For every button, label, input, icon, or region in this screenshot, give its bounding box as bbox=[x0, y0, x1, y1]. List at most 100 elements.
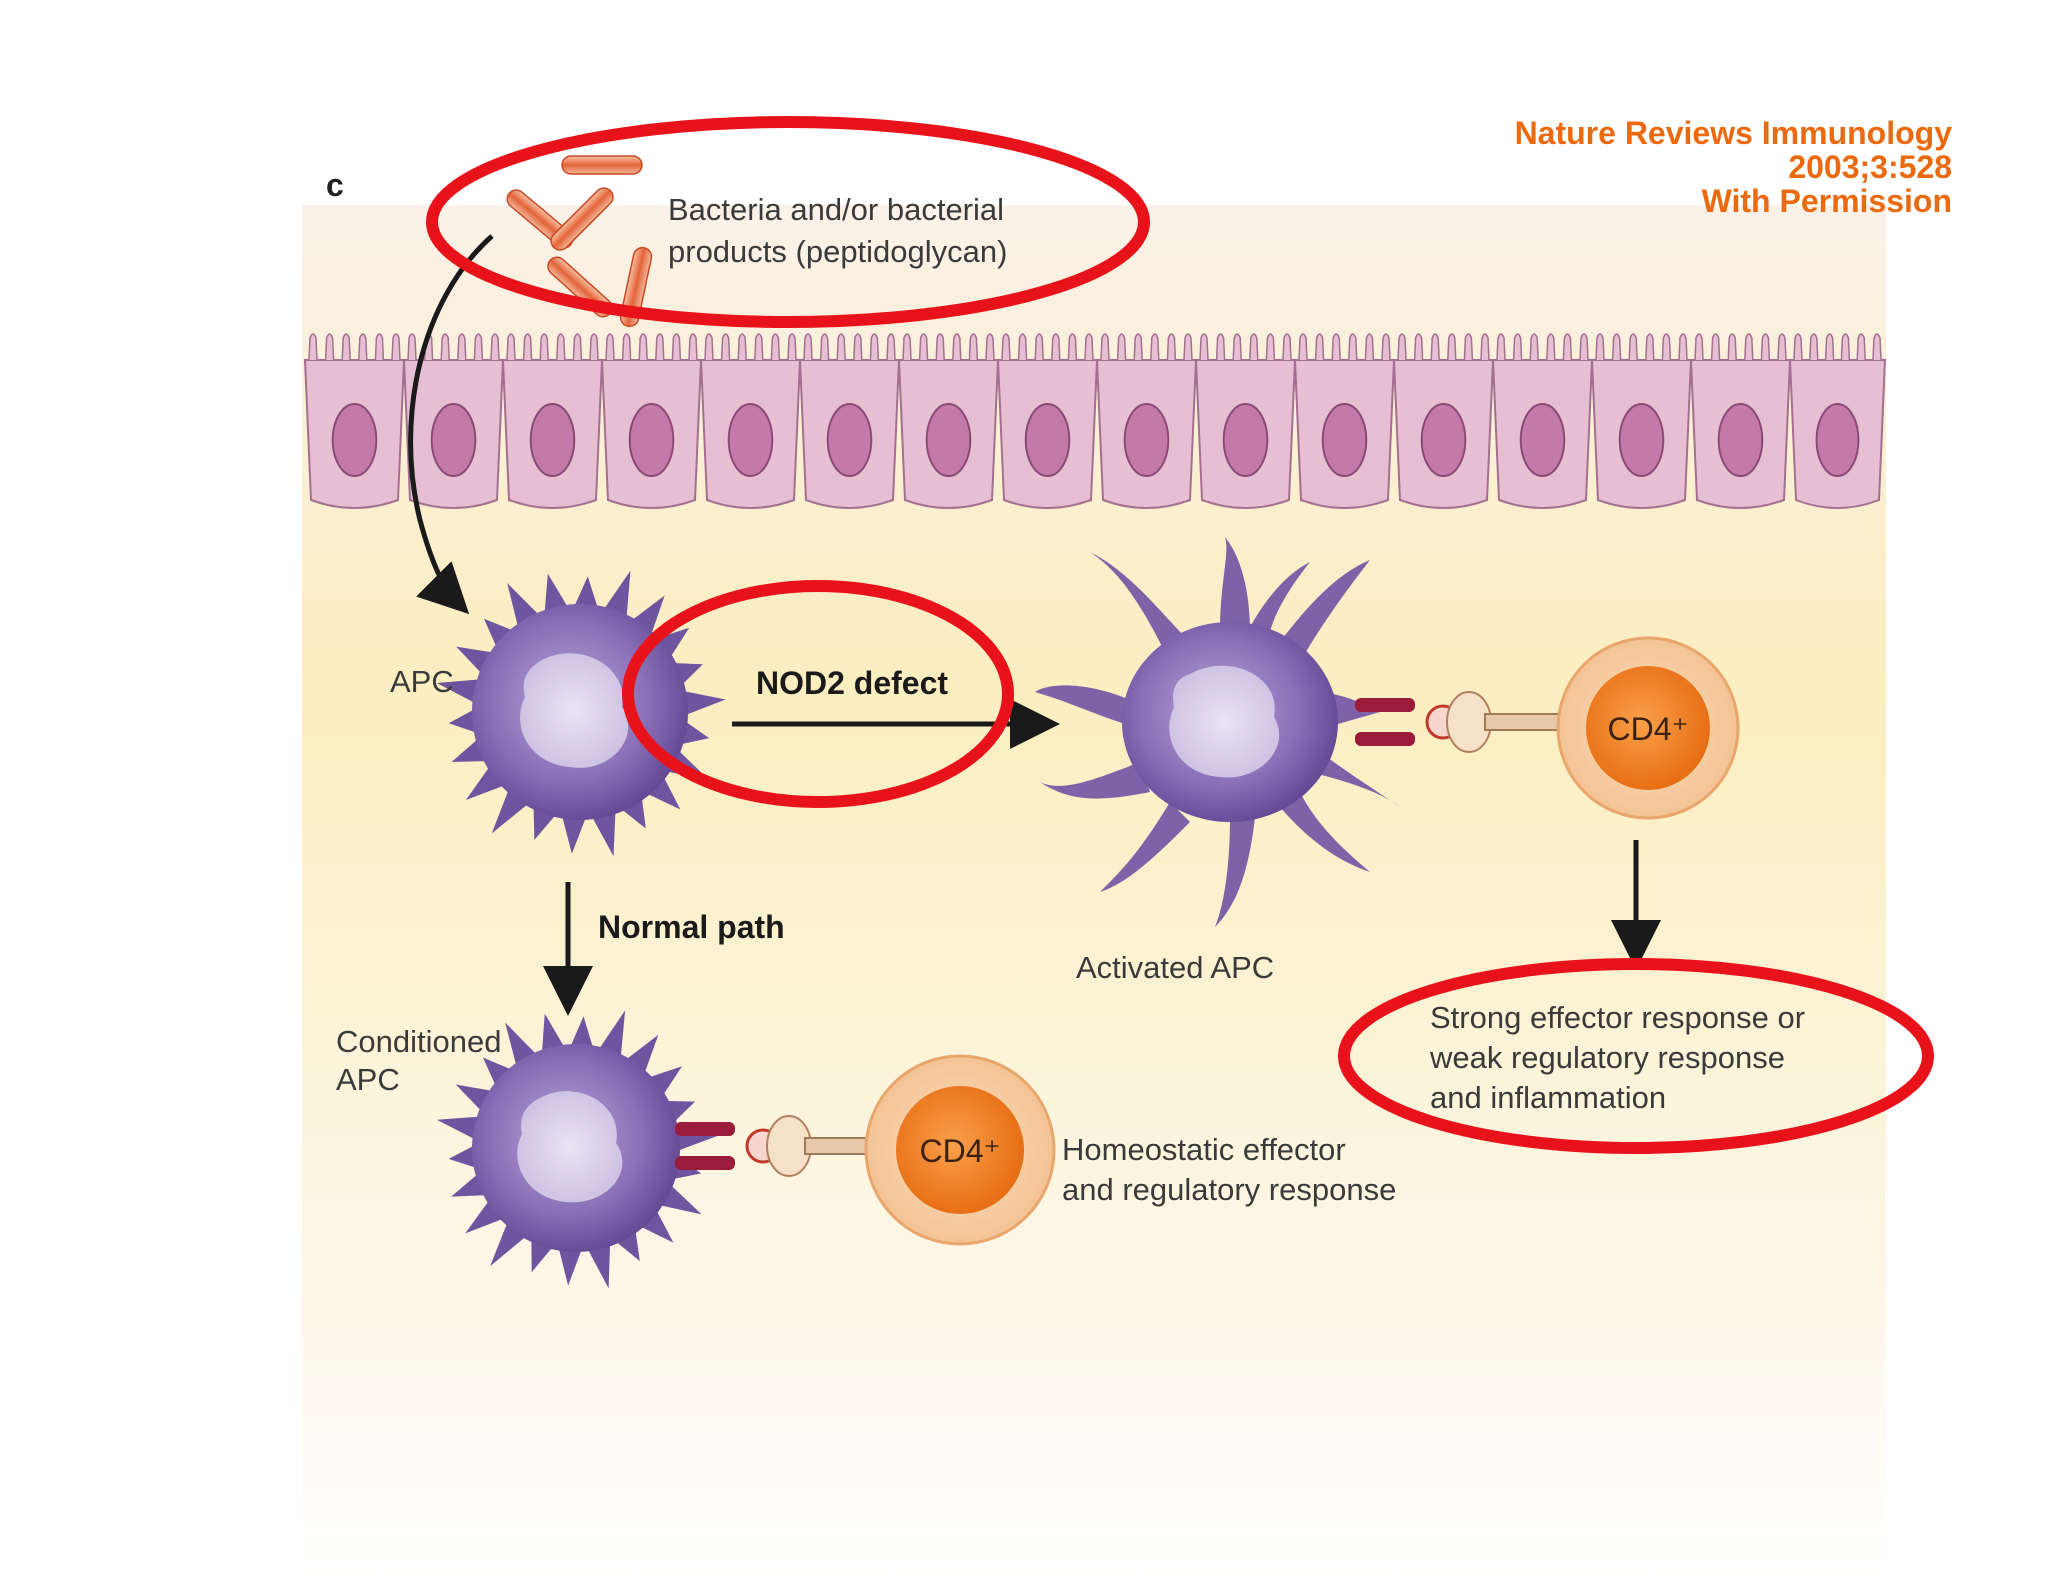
microvillus bbox=[688, 333, 698, 361]
microvillus bbox=[1579, 333, 1589, 361]
microvillus bbox=[836, 333, 846, 361]
microvillus bbox=[589, 333, 599, 361]
conditioned-apc-cell bbox=[436, 1010, 718, 1289]
microvillus bbox=[985, 333, 995, 361]
apc-spike bbox=[654, 627, 690, 659]
microvillus bbox=[1034, 333, 1044, 361]
activated-apc-cell bbox=[1035, 537, 1400, 927]
epithelial-nucleus bbox=[1420, 403, 1467, 477]
microvillus bbox=[440, 333, 450, 361]
conditioned-apc-label-line-2: APC bbox=[336, 1062, 400, 1097]
microvillus bbox=[1678, 333, 1688, 361]
outcome-inflammation-line-2: weak regulatory response bbox=[1429, 1040, 1785, 1075]
mhc-molecule bbox=[675, 1156, 735, 1170]
epithelial-nucleus bbox=[727, 403, 774, 477]
microvillus bbox=[605, 333, 615, 361]
conditioned-apc-nucleus bbox=[517, 1091, 623, 1203]
microvillus bbox=[1001, 333, 1011, 361]
microvillus bbox=[1546, 333, 1556, 361]
microvillus bbox=[1611, 333, 1622, 361]
microvillus bbox=[1084, 333, 1094, 361]
microvillus bbox=[737, 333, 747, 361]
outcome-homeostatic: Homeostatic effector and regulatory resp… bbox=[1062, 1132, 1396, 1207]
microvillus bbox=[1116, 333, 1127, 361]
microvillus bbox=[1694, 333, 1704, 361]
microvillus bbox=[1430, 333, 1440, 361]
microvillus bbox=[1017, 333, 1028, 361]
microvillus bbox=[572, 333, 583, 361]
microvillus bbox=[1215, 333, 1226, 361]
highlight-ellipse-nod2 bbox=[622, 580, 1014, 808]
microvillus bbox=[655, 333, 665, 361]
cd4-label-bottom: CD4⁺ bbox=[920, 1133, 1001, 1169]
microvillus bbox=[869, 333, 880, 361]
activated-apc-dendrites bbox=[1035, 537, 1400, 927]
microvillus bbox=[1413, 333, 1424, 361]
microvillus bbox=[1793, 333, 1803, 361]
apc-spike bbox=[448, 708, 479, 734]
apc-spike bbox=[436, 679, 482, 704]
microvillus bbox=[918, 333, 929, 361]
microvillus bbox=[787, 333, 797, 361]
conditioned-apc-label-line-1: Conditioned bbox=[336, 1024, 501, 1059]
microvillus bbox=[968, 333, 979, 361]
microvillus bbox=[1595, 333, 1605, 361]
microvillus bbox=[1100, 333, 1110, 361]
apc-spike bbox=[484, 618, 515, 649]
microvillus bbox=[407, 333, 417, 361]
microvillus bbox=[1397, 333, 1407, 361]
microvillus bbox=[1331, 333, 1341, 361]
microvillus bbox=[1645, 333, 1655, 361]
microvillus bbox=[324, 333, 335, 361]
immune-synapse-top bbox=[1355, 691, 1576, 753]
bacterium bbox=[550, 187, 614, 251]
microvillus bbox=[1249, 333, 1259, 361]
epithelial-nucleus bbox=[1123, 403, 1170, 477]
activated-apc-nucleus bbox=[1169, 665, 1280, 778]
microvillus bbox=[1447, 333, 1457, 361]
conditioned-apc-label: Conditioned APC bbox=[336, 1024, 510, 1097]
microvillus bbox=[1661, 333, 1672, 361]
microvillus bbox=[1809, 333, 1819, 361]
microvillus bbox=[621, 333, 632, 361]
apc-nucleus bbox=[520, 653, 629, 768]
microvillus bbox=[819, 333, 830, 361]
epithelial-nucleus bbox=[1618, 403, 1665, 477]
microvillus bbox=[1760, 333, 1771, 361]
microvillus bbox=[1166, 333, 1177, 361]
microvillus bbox=[1364, 333, 1375, 361]
microvillus bbox=[1348, 333, 1358, 361]
microvillus bbox=[1133, 333, 1143, 361]
apc-spike bbox=[598, 1010, 626, 1059]
microvillus bbox=[1496, 333, 1506, 361]
apc-spike bbox=[681, 690, 726, 716]
microvillus bbox=[506, 333, 516, 361]
apc-spike bbox=[561, 814, 587, 854]
epithelial-nucleus bbox=[826, 403, 873, 477]
apc-spike bbox=[558, 1246, 583, 1286]
activated-apc-label: Activated APC bbox=[1076, 950, 1274, 985]
apc-spike bbox=[619, 795, 646, 829]
microvillus bbox=[952, 333, 962, 361]
apc-spike bbox=[591, 809, 616, 857]
bacteria-label-line-2: products (peptidoglycan) bbox=[668, 234, 1007, 269]
outcome-inflammation-line-3: and inflammation bbox=[1430, 1080, 1666, 1115]
apc-spike bbox=[541, 1013, 566, 1055]
cd4-core bbox=[896, 1086, 1024, 1214]
bacteria-label-line-1: Bacteria and/or bacterial bbox=[668, 192, 1004, 227]
microvillus bbox=[1265, 333, 1276, 361]
bacterium bbox=[561, 155, 643, 175]
apc-spike bbox=[573, 576, 599, 610]
microvillus bbox=[391, 333, 401, 361]
outcome-inflammation: Strong effector response or weak regulat… bbox=[1429, 1000, 1814, 1115]
cd4-label-top: CD4⁺ bbox=[1608, 711, 1689, 747]
epithelial-nucleus bbox=[1519, 403, 1566, 477]
microvillus bbox=[803, 333, 813, 361]
microvillus bbox=[1199, 333, 1209, 361]
microvillus bbox=[704, 333, 714, 361]
epithelial-nucleus bbox=[1815, 403, 1860, 477]
microvillus bbox=[1744, 333, 1754, 361]
epithelium-layer bbox=[303, 333, 1887, 509]
microvillus bbox=[1463, 333, 1474, 361]
